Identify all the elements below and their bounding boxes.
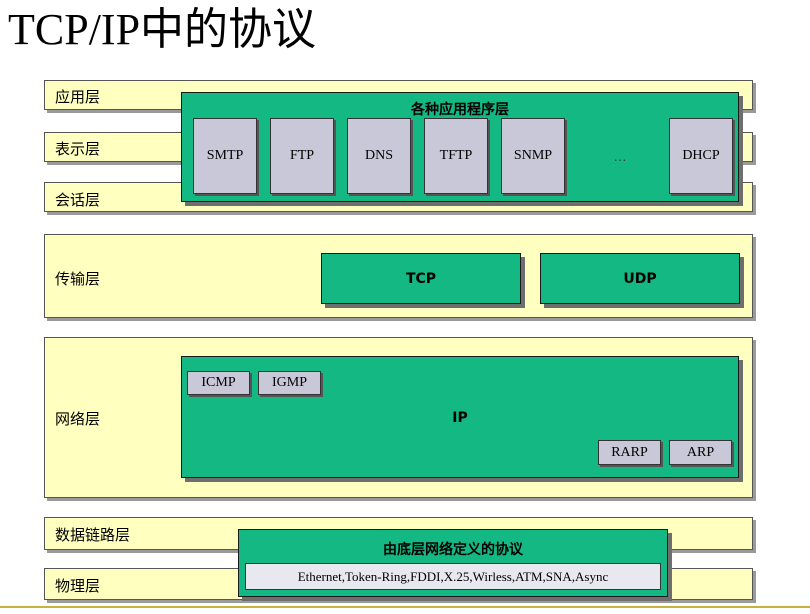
layer-label-session: 会话层 [55,191,101,209]
layer-label-presentation: 表示层 [55,140,101,158]
application-block-title: 各种应用程序层 [411,102,509,118]
lower-block-title: 由底层网络定义的协议 [383,542,523,558]
protocol-tcp: TCP [321,253,521,304]
tcp-label: TCP [405,270,437,287]
layer-label-transport: 传输层 [55,270,101,288]
page-title: TCP/IP中的协议 [8,5,317,54]
protocol-ellipsis: … [613,149,627,164]
protocol-udp: UDP [540,253,740,304]
protocol-tftp: TFTP [424,118,488,194]
protocol-icmp: ICMP [187,371,250,395]
protocol-dhcp: DHCP [669,118,733,194]
layer-label-physical: 物理层 [55,577,101,595]
ip-label: IP [452,410,468,426]
layer-label-datalink: 数据链路层 [55,526,131,544]
protocol-igmp: IGMP [258,371,321,395]
protocol-snmp: SNMP [501,118,565,194]
footer-divider [0,606,810,608]
layer-label-network: 网络层 [55,410,101,428]
protocol-rarp: RARP [598,440,661,465]
protocol-dns: DNS [347,118,411,194]
protocol-smtp: SMTP [193,118,257,194]
udp-label: UDP [623,270,657,287]
protocol-arp: ARP [669,440,732,465]
layer-label-application: 应用层 [55,88,101,106]
protocol-ftp: FTP [270,118,334,194]
lower-protocol-list: Ethernet,Token-Ring,FDDI,X.25,Wirless,AT… [245,563,661,590]
